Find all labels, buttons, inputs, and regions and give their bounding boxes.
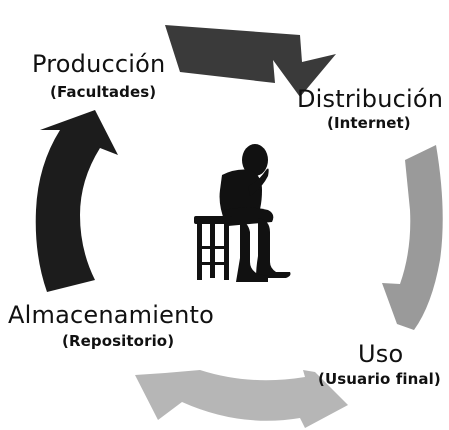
- arrow-produccion-to-distribucion-icon: [165, 25, 336, 97]
- stage-subtitle-produccion: (Facultades): [50, 83, 157, 101]
- stage-title-uso: Uso: [358, 340, 404, 368]
- stage-subtitle-uso: (Usuario final): [318, 370, 441, 388]
- stage-title-produccion: Producción: [32, 50, 166, 78]
- stage-subtitle-almacenamiento: (Repositorio): [62, 332, 175, 350]
- arrow-almacenamiento-to-produccion-icon: [35, 110, 118, 292]
- stage-title-almacenamiento: Almacenamiento: [8, 301, 214, 329]
- stage-subtitle-distribucion: (Internet): [327, 114, 411, 132]
- arrow-uso-to-almacenamiento-icon: [135, 370, 348, 428]
- arrow-distribucion-to-uso-icon: [382, 145, 443, 330]
- stage-title-distribucion: Distribución: [297, 85, 444, 113]
- seated-thinking-person-icon: [194, 144, 291, 282]
